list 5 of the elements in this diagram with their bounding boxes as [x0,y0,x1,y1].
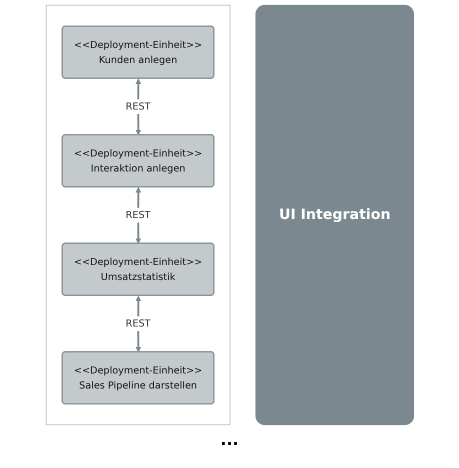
edge-label: REST [125,209,150,221]
node-box: UI Integration [254,4,414,426]
edge-label: REST [125,100,150,112]
edge-label: REST [125,318,150,330]
ellipsis-label: ... [220,430,239,449]
